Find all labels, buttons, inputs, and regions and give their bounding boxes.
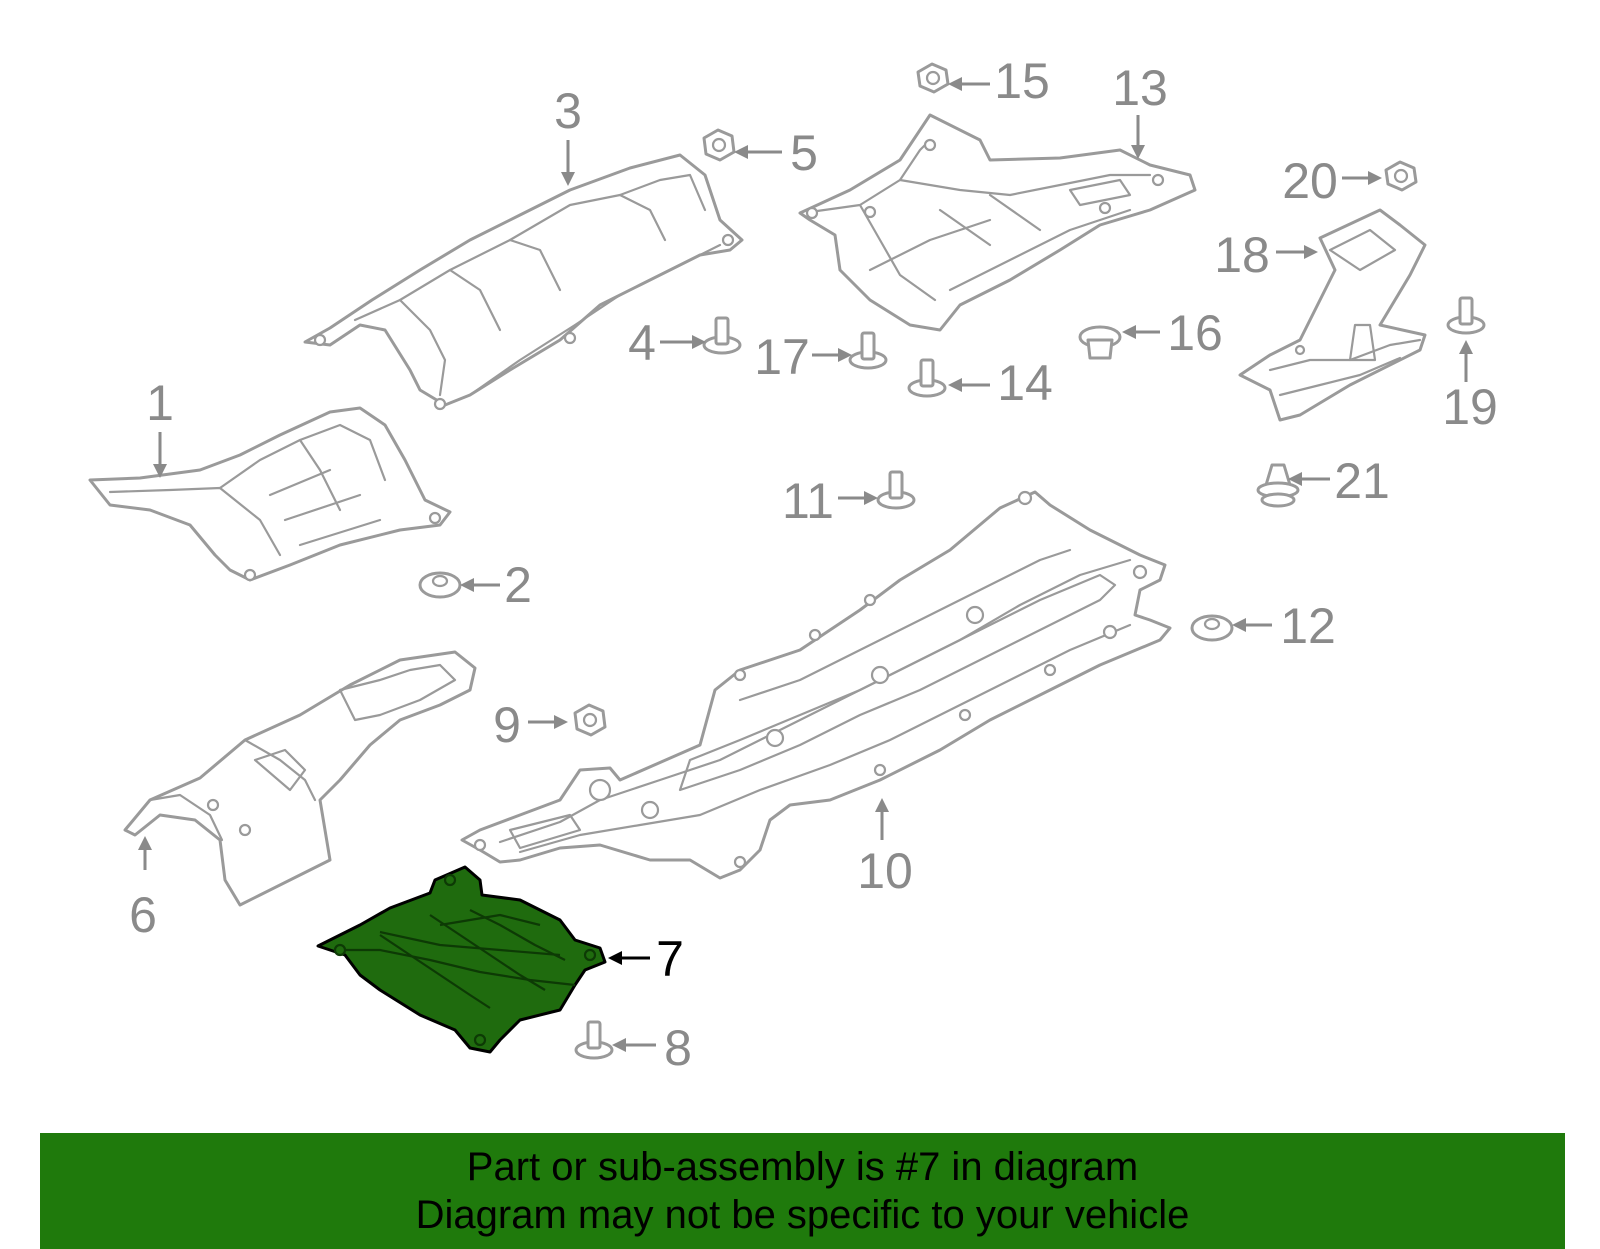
fastener-21-clip[interactable] [1256, 463, 1300, 508]
parts-diagram: 1 2 3 4 5 6 7 8 9 10 11 12 13 14 15 16 1… [88, 53, 1498, 1076]
callout-9[interactable]: 9 [493, 697, 521, 753]
part-18-bracket[interactable] [1238, 208, 1427, 422]
fastener-20-nut[interactable] [1384, 160, 1418, 192]
callout-6[interactable]: 6 [129, 887, 157, 943]
fastener-9-nut[interactable] [573, 703, 607, 737]
callout-3[interactable]: 3 [554, 83, 582, 139]
part-7-skid-plate[interactable] [316, 865, 607, 1054]
fastener-4-stud[interactable] [702, 316, 742, 355]
part-13-shield[interactable] [798, 113, 1197, 332]
part-6-heat-shield[interactable] [123, 650, 477, 907]
callout-2[interactable]: 2 [504, 557, 532, 613]
fastener-15-nut[interactable] [916, 62, 950, 94]
part-10-underbody-shield[interactable] [460, 490, 1172, 880]
leader-arrows [138, 77, 1473, 1052]
fastener-14-stud[interactable] [907, 358, 947, 398]
info-banner: Part or sub-assembly is #7 in diagram Di… [40, 1133, 1565, 1249]
banner-text: Part or sub-assembly is #7 in diagram Di… [40, 1133, 1565, 1239]
callout-19[interactable]: 19 [1442, 379, 1498, 435]
callout-21[interactable]: 21 [1334, 453, 1390, 509]
callout-7[interactable]: 7 [656, 931, 684, 987]
callout-18[interactable]: 18 [1214, 227, 1270, 283]
callout-5[interactable]: 5 [790, 125, 818, 181]
callout-17[interactable]: 17 [754, 329, 810, 385]
callout-10[interactable]: 10 [857, 843, 913, 899]
callout-15[interactable]: 15 [994, 53, 1050, 109]
callout-20[interactable]: 20 [1282, 153, 1338, 209]
callout-14[interactable]: 14 [997, 355, 1053, 411]
callout-12[interactable]: 12 [1280, 598, 1336, 654]
callout-13[interactable]: 13 [1112, 60, 1168, 116]
banner-line-1: Part or sub-assembly is #7 in diagram [466, 1145, 1139, 1189]
callout-11[interactable]: 11 [782, 473, 834, 529]
fastener-12-washer[interactable] [1190, 614, 1234, 642]
fastener-17-stud[interactable] [848, 331, 888, 370]
callout-8[interactable]: 8 [664, 1020, 692, 1076]
callout-1[interactable]: 1 [146, 375, 174, 431]
callout-4[interactable]: 4 [628, 315, 656, 371]
banner-line-2: Diagram may not be specific to your vehi… [415, 1193, 1190, 1237]
callout-16[interactable]: 16 [1167, 305, 1223, 361]
fastener-8-stud[interactable] [574, 1020, 614, 1060]
fastener-19-stud[interactable] [1446, 296, 1486, 335]
fastener-11-stud[interactable] [876, 470, 916, 510]
fastener-2-washer[interactable] [418, 571, 462, 599]
part-1-heat-shield[interactable] [88, 406, 452, 582]
fastener-5-nut[interactable] [702, 128, 736, 162]
part-3-heat-shield[interactable] [303, 153, 744, 411]
fastener-16-grommet[interactable] [1078, 325, 1122, 360]
